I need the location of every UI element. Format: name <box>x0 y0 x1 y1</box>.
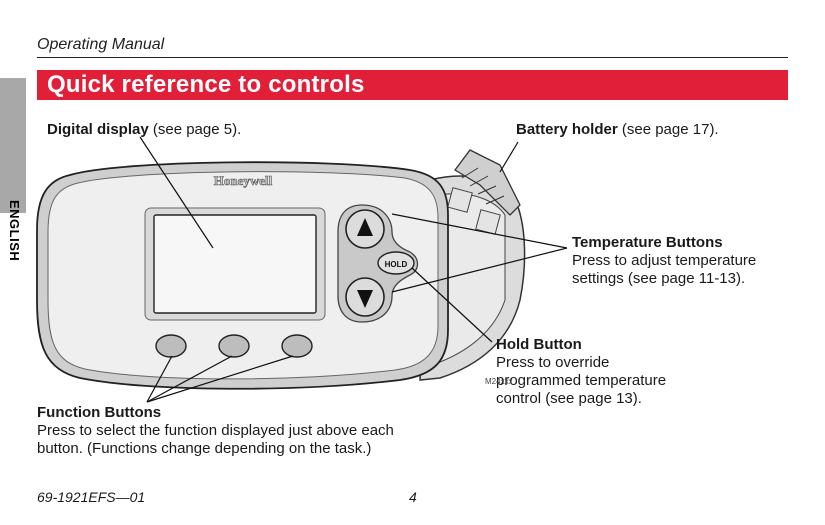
callout-hold-button-line1: Press to override <box>496 354 610 371</box>
page-number: 4 <box>409 489 417 505</box>
callout-hold-button-line3: control (see page 13). <box>496 390 642 407</box>
function-button-1[interactable] <box>155 334 187 358</box>
callout-hold-button: Hold Button Press to override programmed… <box>496 336 666 408</box>
callout-battery-holder-title: Battery holder <box>516 121 618 138</box>
callout-digital-display: Digital display (see page 5). <box>47 121 241 139</box>
callout-temperature-buttons: Temperature Buttons Press to adjust temp… <box>572 234 756 288</box>
callout-hold-button-line2: programmed temperature <box>496 372 667 389</box>
callout-hold-button-title: Hold Button <box>496 336 582 353</box>
callout-digital-display-title: Digital display <box>47 121 149 138</box>
callout-digital-display-note: (see page 5). <box>148 121 242 138</box>
hold-button-label: HOLD <box>385 260 408 269</box>
figure-code: M24xxx <box>485 377 513 386</box>
hold-button[interactable]: HOLD <box>377 251 415 275</box>
section-title: Quick reference to controls <box>47 71 365 98</box>
callout-function-buttons-line2: button. (Functions change depending on t… <box>37 440 372 457</box>
callout-function-buttons-title: Function Buttons <box>37 404 162 421</box>
header-rule <box>37 57 788 58</box>
callout-temperature-buttons-line2: settings (see page 11-13). <box>572 270 746 287</box>
brand-logo: Honeywell <box>214 173 273 188</box>
document-number: 69-1921EFS—01 <box>37 489 146 505</box>
function-button-3[interactable] <box>281 334 313 358</box>
callout-temperature-buttons-line1: Press to adjust temperature <box>572 252 757 269</box>
digital-display-screen <box>153 214 317 314</box>
language-tab-label: ENGLISH <box>7 200 22 262</box>
function-button-2[interactable] <box>218 334 250 358</box>
language-tab: ENGLISH <box>0 78 26 261</box>
callout-temperature-buttons-title: Temperature Buttons <box>572 234 723 251</box>
temperature-up-button[interactable] <box>345 209 385 249</box>
leader-lines <box>139 136 568 403</box>
callout-battery-holder-note: (see page 17). <box>617 121 719 138</box>
temperature-down-button[interactable] <box>345 277 385 317</box>
running-header: Operating Manual <box>37 36 165 53</box>
callout-function-buttons: Function Buttons Press to select the fun… <box>37 404 394 458</box>
callout-function-buttons-line1: Press to select the function displayed j… <box>37 422 394 439</box>
section-title-bar: Quick reference to controls <box>37 70 788 100</box>
callout-battery-holder: Battery holder (see page 17). <box>516 121 719 139</box>
